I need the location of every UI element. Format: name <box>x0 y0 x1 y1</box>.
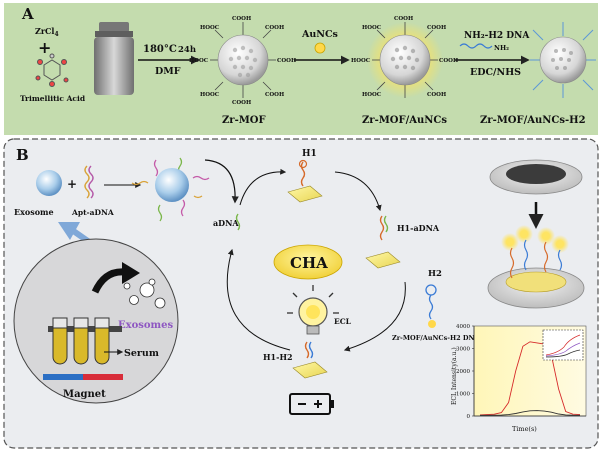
exosomes-label: Exosomes <box>118 320 173 331</box>
h1-electrode-tile <box>287 159 323 203</box>
hooc-label: HOOC <box>200 25 220 31</box>
plus-sign-a: + <box>38 38 51 57</box>
cooh-label: COOH <box>439 58 458 64</box>
aunc-label: AuNCs <box>301 29 338 40</box>
arrow-cycle-bottom-right <box>343 281 406 352</box>
exosome-aptamer-complex <box>131 157 210 222</box>
chart-inset <box>542 329 584 361</box>
adna-strand-icon <box>235 213 241 231</box>
chart-series-line-1 <box>479 341 581 416</box>
cooh-label: COOH <box>394 16 413 22</box>
ecl-label: ECL <box>334 317 352 326</box>
chart-y-tick-label: 2000 <box>456 369 470 375</box>
apt-adna-label: Apt-aDNA <box>71 208 114 217</box>
h1-adna-electrode-tile <box>365 215 401 269</box>
temperature-label: 180°C <box>143 44 177 55</box>
h2-hairpin-icon <box>425 284 437 328</box>
zr-mof-h2-dna-label: Zr-MOF/AuNCs-H2 DNA <box>392 334 480 342</box>
magnet-label: Magnet <box>63 389 106 400</box>
arrow-cycle-top-right <box>334 171 382 212</box>
nh2-h2-dna-label: NH₂-H2 DNA <box>464 31 530 41</box>
cooh-label: COOH <box>232 16 251 22</box>
cooh-label: COOH <box>265 92 284 98</box>
hooc-label: HOOC <box>200 92 220 98</box>
battery-icon <box>289 393 334 415</box>
adna-label: aDNA <box>213 218 239 228</box>
zr-mof-title: Zr-MOF <box>222 115 266 126</box>
hooc-label: HOOC <box>351 58 371 64</box>
cooh-label: COOH <box>427 25 446 31</box>
aunc-particle-icon <box>314 42 326 54</box>
cooh-label: COOH <box>427 92 446 98</box>
arrow-isolation-head <box>122 262 140 284</box>
h1-label: H1 <box>302 149 317 159</box>
cha-badge <box>273 244 343 280</box>
panel-b-letter: B <box>16 146 29 164</box>
edc-nhs-label: EDC/NHS <box>470 67 521 78</box>
chart-x-label: Time(s) <box>512 425 537 433</box>
arrow-isolation <box>91 268 126 294</box>
light-bulb-ecl-icon <box>287 285 339 335</box>
ecl-intensity-chart: 0 1000 2000 3000 4000 Time(s) ECL Intensity(… <box>451 324 587 433</box>
electrode-disk-icon <box>489 159 583 195</box>
hooc-label: HOOC <box>362 92 382 98</box>
zr-mof-aunc-h2-title: Zr-MOF/AuNCs-H2 <box>480 115 586 126</box>
zr-mof-aunc-title: Zr-MOF/AuNCs <box>362 115 447 126</box>
chart-inset-curves <box>545 334 581 358</box>
exosome-icon <box>36 170 62 196</box>
apt-adna-strand-icon <box>84 165 94 199</box>
chart-y-tick-label: 1000 <box>456 392 470 398</box>
zr-mof-aunc-h2-particle <box>530 22 596 98</box>
cooh-label: COOH <box>265 25 284 31</box>
chart-y-tick-label: 4000 <box>456 324 470 330</box>
h2-dna-strand-icon <box>459 43 493 49</box>
cooh-label: COOH <box>277 58 296 64</box>
chart-series-line-2 <box>480 410 581 416</box>
serum-label: Serum <box>124 348 159 359</box>
chart-y-tick-label: 0 <box>467 414 471 420</box>
arrow-capture-head <box>58 222 80 240</box>
magnet-red-pole <box>83 374 123 380</box>
cooh-label: COOH <box>232 100 251 106</box>
hooc-label: HOOC <box>189 58 209 64</box>
modified-electrode-icon <box>487 225 585 309</box>
h1-h2-electrode-tile <box>292 341 328 379</box>
zr-mof-particle <box>210 22 276 98</box>
exosome-label: Exosome <box>14 207 54 217</box>
chart-y-label: ECL Intensity(a.u.) <box>451 347 458 405</box>
zrcl4-label: ZrCl4 <box>35 26 59 38</box>
h2-label: H2 <box>428 269 442 279</box>
solvent-label: DMF <box>155 66 181 77</box>
panel-a-letter: A <box>21 5 34 23</box>
trimellitic-acid-molecule-icon <box>35 53 69 87</box>
nh2-label: NH₂ <box>494 44 509 52</box>
cha-label: CHA <box>290 254 328 272</box>
trimellitic-acid-label: Trimellitic Acid <box>20 94 86 103</box>
arrow-cycle-bottom-left <box>226 248 291 351</box>
time-label: 24h <box>178 45 196 55</box>
exosome-bubbles <box>123 278 166 309</box>
h1-adna-label: H1-aDNA <box>397 223 440 233</box>
autoclave-reactor-icon <box>94 22 134 95</box>
plus-sign-b: + <box>67 177 77 191</box>
zr-mof-aunc-particle <box>367 22 443 98</box>
magnet-blue-pole <box>43 374 83 380</box>
hooc-label: HOOC <box>362 25 382 31</box>
arrow-release-adna <box>204 159 239 204</box>
h1-h2-label: H1-H2 <box>263 352 293 362</box>
arrow-cycle-top-left <box>239 168 287 206</box>
test-tube-rack-icon <box>48 317 122 365</box>
chart-y-tick-label: 3000 <box>456 347 470 353</box>
